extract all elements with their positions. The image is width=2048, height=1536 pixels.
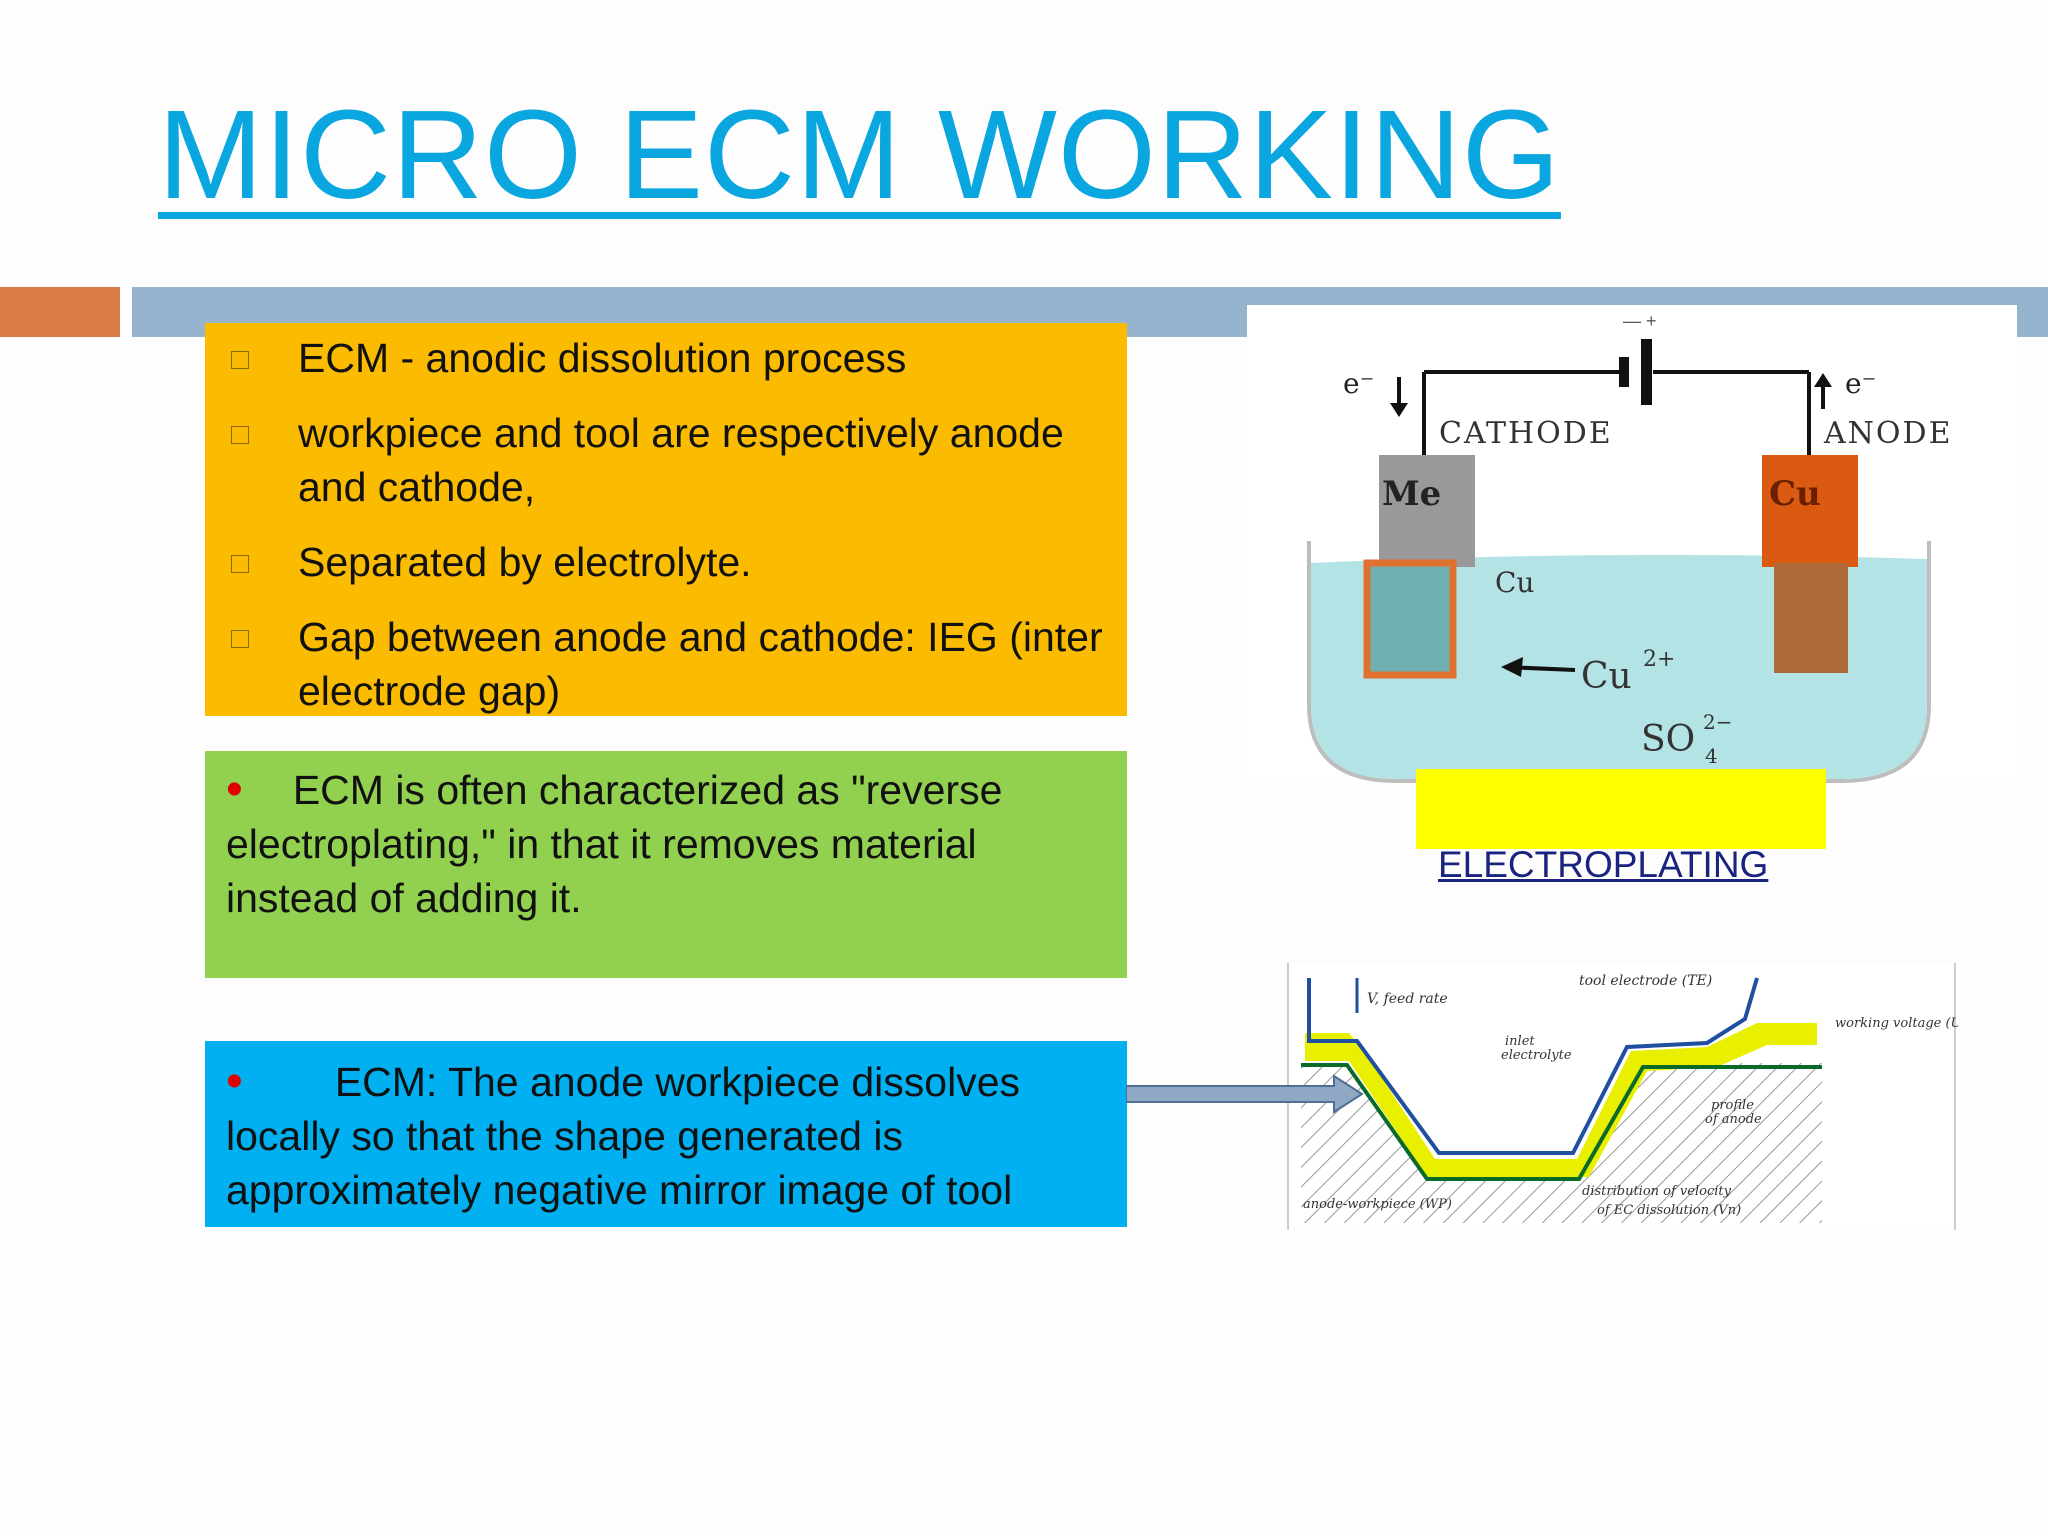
- electron-right-label: e⁻: [1845, 367, 1876, 400]
- feed-rate-label: V, feed rate: [1367, 991, 1448, 1007]
- electron-left-label: e⁻: [1343, 367, 1374, 400]
- anode-metal-label: Cu: [1769, 474, 1821, 514]
- square-bullet-icon: [231, 426, 249, 444]
- ion-so-label: SO: [1641, 719, 1695, 760]
- electroplating-caption[interactable]: ELECTROPLATING: [1438, 844, 1769, 885]
- red-bullet-icon: •: [226, 763, 243, 816]
- bullet-text: Gap between anode and cathode: IEG (inte…: [298, 614, 1103, 714]
- tool-electrode-label: tool electrode (TE): [1579, 973, 1712, 989]
- list-item: Gap between anode and cathode: IEG (inte…: [205, 610, 1107, 718]
- arrow-connector-icon: [1126, 1074, 1364, 1114]
- red-bullet-icon: •: [226, 1055, 243, 1108]
- ecm-tool-diagram: V, feed rate tool electrode (TE) working…: [1287, 963, 1958, 1230]
- electroplating-diagram: — + e⁻ e⁻ CATHODE ANODE Me Cu Cu Cu 2+ S…: [1247, 305, 2017, 783]
- square-bullet-icon: [231, 555, 249, 573]
- ion-so-subscript: 4: [1705, 744, 1718, 768]
- square-bullet-icon: [231, 351, 249, 369]
- ec-dissolution-label: of EC dissolution (Vn): [1597, 1203, 1741, 1218]
- yellow-highlight-box: [1416, 769, 1826, 849]
- anode-workpiece-label: anode-workpiece (WP): [1303, 1197, 1452, 1212]
- bullet-text: Separated by electrolyte.: [298, 539, 752, 585]
- slide-title: MICRO ECM WORKING: [158, 84, 1561, 225]
- orange-accent-bar: [0, 287, 120, 337]
- profile-label: profile: [1711, 1098, 1754, 1113]
- electrolyte-label: electrolyte: [1501, 1048, 1572, 1063]
- mirror-image-box: •ECM: The anode workpiece dissolves loca…: [205, 1041, 1127, 1227]
- green-box-text: ECM is often characterized as "reverse e…: [226, 767, 1003, 921]
- ion-cu-charge: 2+: [1643, 647, 1675, 672]
- cathode-label: CATHODE: [1439, 416, 1613, 451]
- blue-box-text: ECM: The anode workpiece dissolves local…: [226, 1059, 1021, 1213]
- ion-cu-label: Cu: [1581, 656, 1632, 697]
- anode-label: ANODE: [1823, 416, 1952, 451]
- of-anode-label: of anode: [1705, 1112, 1762, 1127]
- cathode-metal-label: Me: [1382, 474, 1441, 514]
- deposit-label: Cu: [1495, 566, 1534, 599]
- distribution-label: distribution of velocity: [1582, 1184, 1732, 1199]
- bullet-text: ECM - anodic dissolution process: [298, 335, 907, 381]
- bullet-text: workpiece and tool are respectively anod…: [298, 410, 1064, 510]
- square-bullet-icon: [231, 630, 249, 648]
- ion-so-charge: 2−: [1703, 710, 1732, 734]
- list-item: Separated by electrolyte.: [205, 535, 1107, 589]
- ecm-bullet-list: ECM - anodic dissolution process workpie…: [205, 331, 1107, 718]
- battery-signs: — +: [1623, 311, 1657, 331]
- ecm-bullets-box: ECM - anodic dissolution process workpie…: [205, 323, 1127, 716]
- reverse-electroplating-box: •ECM is often characterized as "reverse …: [205, 751, 1127, 978]
- list-item: ECM - anodic dissolution process: [205, 331, 1107, 385]
- list-item: workpiece and tool are respectively anod…: [205, 406, 1107, 514]
- working-voltage-label: working voltage (U: [1835, 1016, 1958, 1031]
- inlet-label: inlet: [1505, 1034, 1535, 1049]
